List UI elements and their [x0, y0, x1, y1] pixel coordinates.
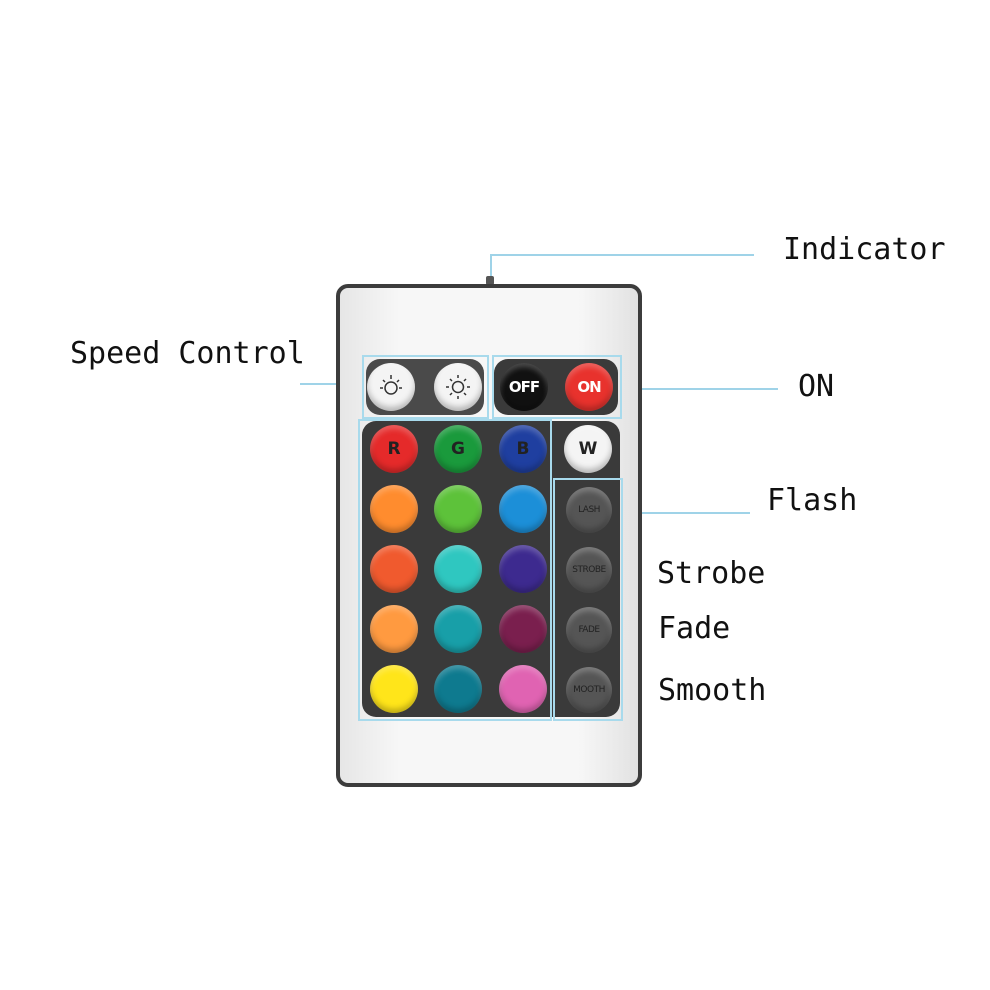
- smooth-label: Smooth: [658, 673, 767, 708]
- color-highlight-box: [358, 419, 552, 721]
- flash-button[interactable]: LASH: [566, 487, 612, 533]
- white-button[interactable]: W: [564, 425, 612, 473]
- smooth-button-label: MOOTH: [573, 685, 605, 695]
- on-label: ON: [798, 369, 835, 404]
- color-button-r2-c3[interactable]: [499, 545, 547, 593]
- blue-button-label: B: [516, 439, 530, 459]
- color-button-r3-c1[interactable]: [370, 605, 418, 653]
- strobe-label: Strobe: [657, 556, 766, 591]
- smooth-button[interactable]: MOOTH: [566, 667, 612, 713]
- color-button-r1-c3[interactable]: [499, 485, 547, 533]
- speed-highlight-box: [362, 355, 489, 419]
- on-button[interactable]: ON: [565, 363, 613, 411]
- red-button[interactable]: R: [370, 425, 418, 473]
- color-button-r4-c1[interactable]: [370, 665, 418, 713]
- speed-control-label: Speed Control: [70, 336, 305, 371]
- off-button-label: OFF: [508, 378, 540, 396]
- speed-up-button[interactable]: [434, 363, 482, 411]
- green-button[interactable]: G: [434, 425, 482, 473]
- color-button-r3-c2[interactable]: [434, 605, 482, 653]
- indicator-label: Indicator: [783, 232, 946, 267]
- power-highlight-box: [492, 355, 622, 419]
- flash-button-label: LASH: [578, 505, 600, 515]
- green-button-label: G: [451, 439, 465, 459]
- brightness-down-icon: [380, 375, 402, 395]
- strobe-button-label: STROBE: [572, 565, 606, 575]
- white-button-label: W: [578, 439, 598, 459]
- color-button-r4-c2[interactable]: [434, 665, 482, 713]
- fade-label: Fade: [658, 611, 731, 646]
- on-button-label: ON: [577, 378, 601, 396]
- strobe-button[interactable]: STROBE: [566, 547, 612, 593]
- indicator-callout-stem: [490, 254, 492, 278]
- indicator-callout-line: [490, 254, 754, 256]
- color-button-r1-c1[interactable]: [370, 485, 418, 533]
- color-button-r3-c3[interactable]: [499, 605, 547, 653]
- color-button-r1-c2[interactable]: [434, 485, 482, 533]
- indicator-led: [486, 276, 494, 285]
- red-button-label: R: [387, 439, 401, 459]
- blue-button[interactable]: B: [499, 425, 547, 473]
- color-button-r4-c3[interactable]: [499, 665, 547, 713]
- mode-highlight-box: [553, 478, 623, 721]
- speed-down-button[interactable]: [367, 363, 415, 411]
- off-button[interactable]: OFF: [500, 363, 548, 411]
- brightness-up-icon: [446, 375, 470, 399]
- fade-button[interactable]: FADE: [566, 607, 612, 653]
- color-button-r2-c2[interactable]: [434, 545, 482, 593]
- on-callout-line: [620, 388, 778, 390]
- color-button-r2-c1[interactable]: [370, 545, 418, 593]
- speed-callout-line: [300, 383, 364, 385]
- fade-button-label: FADE: [578, 625, 600, 635]
- flash-callout-line: [622, 512, 750, 514]
- flash-label: Flash: [767, 483, 858, 518]
